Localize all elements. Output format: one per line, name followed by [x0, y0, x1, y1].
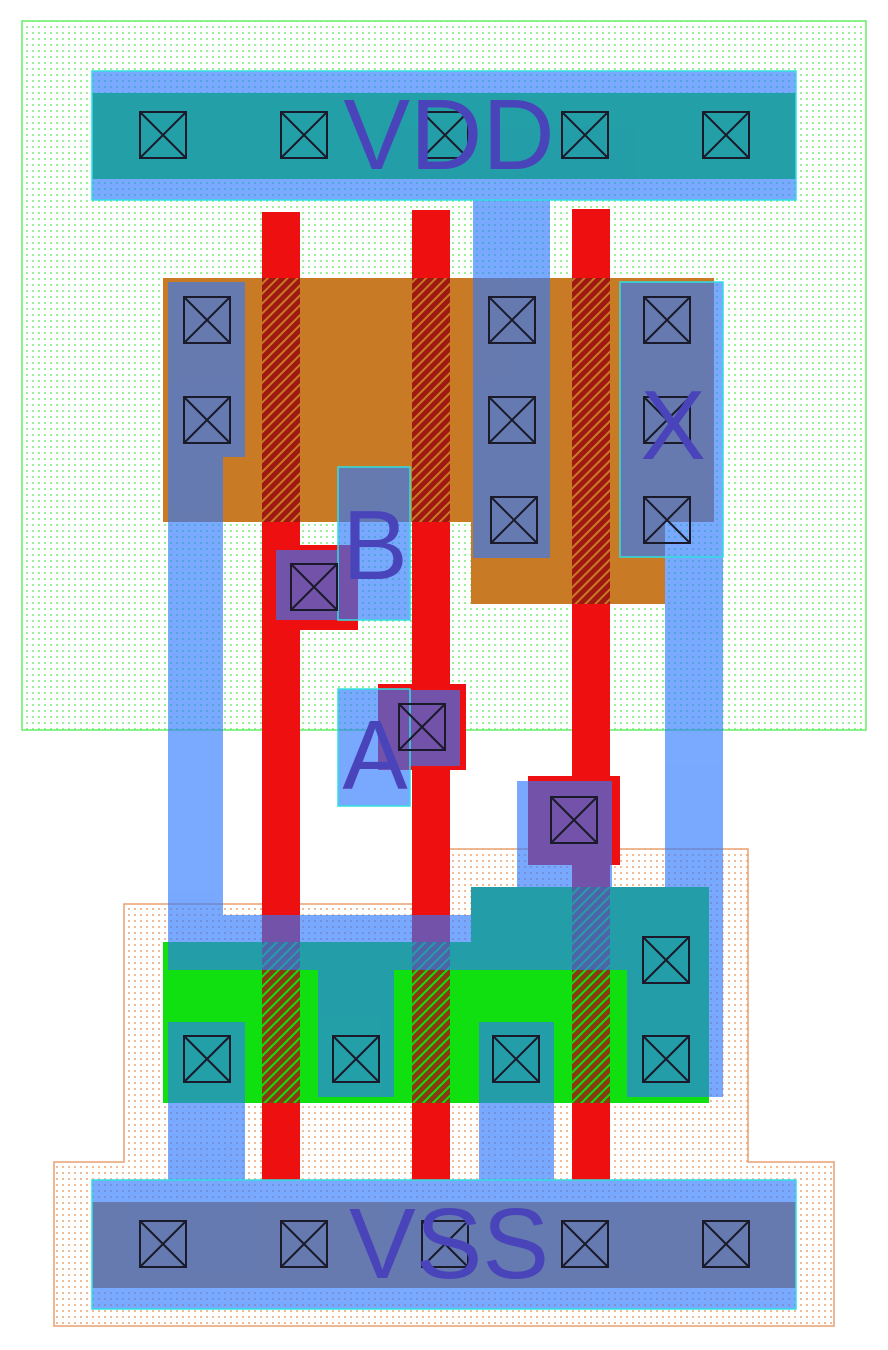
metal1: [92, 71, 796, 1309]
contact-icon: [421, 1220, 469, 1268]
vdd-label: VDD: [343, 79, 554, 191]
contact-icon: [183, 296, 231, 344]
contact-icon: [280, 1220, 328, 1268]
contact-icon: [488, 296, 536, 344]
x-label: X: [640, 370, 705, 480]
pin-outlines: [91, 70, 797, 1310]
vss-pin[interactable]: [91, 1179, 797, 1310]
a-pin[interactable]: [337, 688, 411, 807]
contact-icon: [290, 563, 338, 611]
vdd-pin[interactable]: [91, 70, 797, 201]
b-pin[interactable]: [337, 466, 411, 621]
contact-icon: [642, 936, 690, 984]
contact-icon: [643, 296, 691, 344]
contact-icon: [183, 1035, 231, 1083]
contact-icon: [488, 396, 536, 444]
contact-icon: [139, 111, 187, 159]
contact-icon: [492, 1035, 540, 1083]
contact-icon: [332, 1035, 380, 1083]
a-label: A: [342, 700, 408, 810]
contact-icon: [280, 111, 328, 159]
contact-icon: [561, 111, 609, 159]
contact-icon: [702, 111, 750, 159]
vss-label: VSS: [349, 1188, 549, 1300]
contacts: [139, 111, 750, 1268]
contact-icon: [643, 396, 691, 444]
contact-icon: [550, 796, 598, 844]
contact-icon: [183, 396, 231, 444]
contact-icon: [561, 1220, 609, 1268]
contact-icon: [702, 1220, 750, 1268]
b-label: B: [342, 490, 407, 600]
contact-icon: [643, 496, 691, 544]
x-pin[interactable]: [619, 281, 724, 558]
contact-icon: [398, 703, 446, 751]
contact-icon: [642, 1035, 690, 1083]
contact-icon: [490, 496, 538, 544]
contact-icon: [421, 111, 469, 159]
contact-icon: [139, 1220, 187, 1268]
